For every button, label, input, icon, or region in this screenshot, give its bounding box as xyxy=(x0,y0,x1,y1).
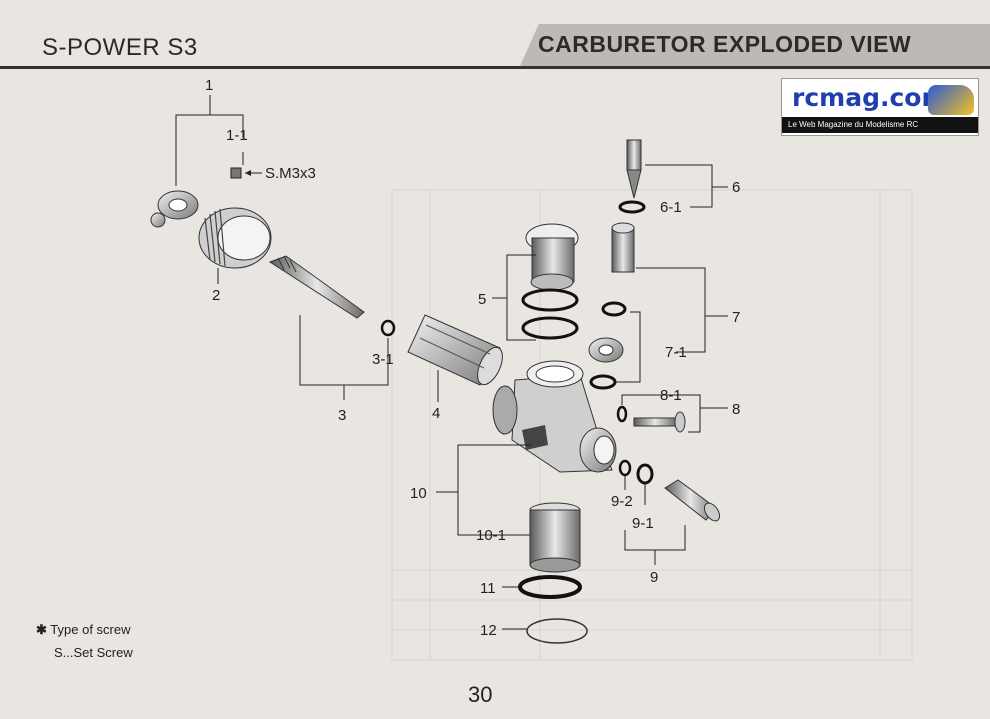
part-8-screw xyxy=(616,405,686,433)
part-3-needle xyxy=(268,255,396,337)
label-1: 1 xyxy=(205,77,213,94)
set-screw-legend: S...Set Screw xyxy=(54,645,133,660)
page-number: 30 xyxy=(468,682,493,707)
part-10-body xyxy=(492,360,617,473)
rcmag-logo: rcmag.com Le Web Magazine du Modelisme R… xyxy=(781,78,979,136)
logo-tagline: Le Web Magazine du Modelisme RC xyxy=(782,117,978,133)
part-6-fuel-nipple xyxy=(618,139,646,214)
part-7-banjo xyxy=(588,222,635,390)
model-title: S-POWER S3 xyxy=(42,34,198,61)
section-title: CARBURETOR EXPLODED VIEW xyxy=(538,31,912,57)
label-8: 8 xyxy=(732,401,740,418)
label-7-1: 7-1 xyxy=(665,344,687,361)
part-1-throttle-arm xyxy=(150,167,242,228)
part-11-thick-o-ring xyxy=(518,575,582,599)
label-9-2: 9-2 xyxy=(611,493,633,510)
label-3-1: 3-1 xyxy=(372,351,394,368)
screw-type-note: ✱ Type of screw xyxy=(36,622,131,638)
label-9: 9 xyxy=(650,569,658,586)
label-12: 12 xyxy=(480,622,497,639)
part-12-thin-o-ring xyxy=(526,618,588,644)
label-6-1: 6-1 xyxy=(660,199,682,216)
label-1-1: 1-1 xyxy=(226,127,248,144)
label-10-1: 10-1 xyxy=(476,527,506,544)
label-2: 2 xyxy=(212,287,220,304)
label-9-1: 9-1 xyxy=(632,515,654,532)
logo-text-area: rcmag.com xyxy=(786,81,948,115)
section-title-banner: CARBURETOR EXPLODED VIEW xyxy=(520,24,990,66)
part-4-tube xyxy=(407,314,503,386)
rc-car-icon xyxy=(928,85,974,115)
label-6: 6 xyxy=(732,179,740,196)
part-10-1-sleeve xyxy=(529,502,581,573)
label-5: 5 xyxy=(478,291,486,308)
header-rule xyxy=(0,66,990,69)
part-9-needle-assembly xyxy=(618,459,721,522)
label-3: 3 xyxy=(338,407,346,424)
label-7: 7 xyxy=(732,309,740,326)
label-10: 10 xyxy=(410,485,427,502)
logo-name: rcmag.com xyxy=(792,83,948,112)
asterisk-icon: ✱ xyxy=(36,622,47,637)
label-8-1: 8-1 xyxy=(660,387,682,404)
label-11: 11 xyxy=(480,580,496,597)
part-5-inlet xyxy=(521,223,579,340)
screw-type-heading: Type of screw xyxy=(50,622,131,637)
label-screw-s-m3x3: S.M3x3 xyxy=(265,165,316,182)
part-2-nut xyxy=(198,207,272,269)
label-4: 4 xyxy=(432,405,440,422)
